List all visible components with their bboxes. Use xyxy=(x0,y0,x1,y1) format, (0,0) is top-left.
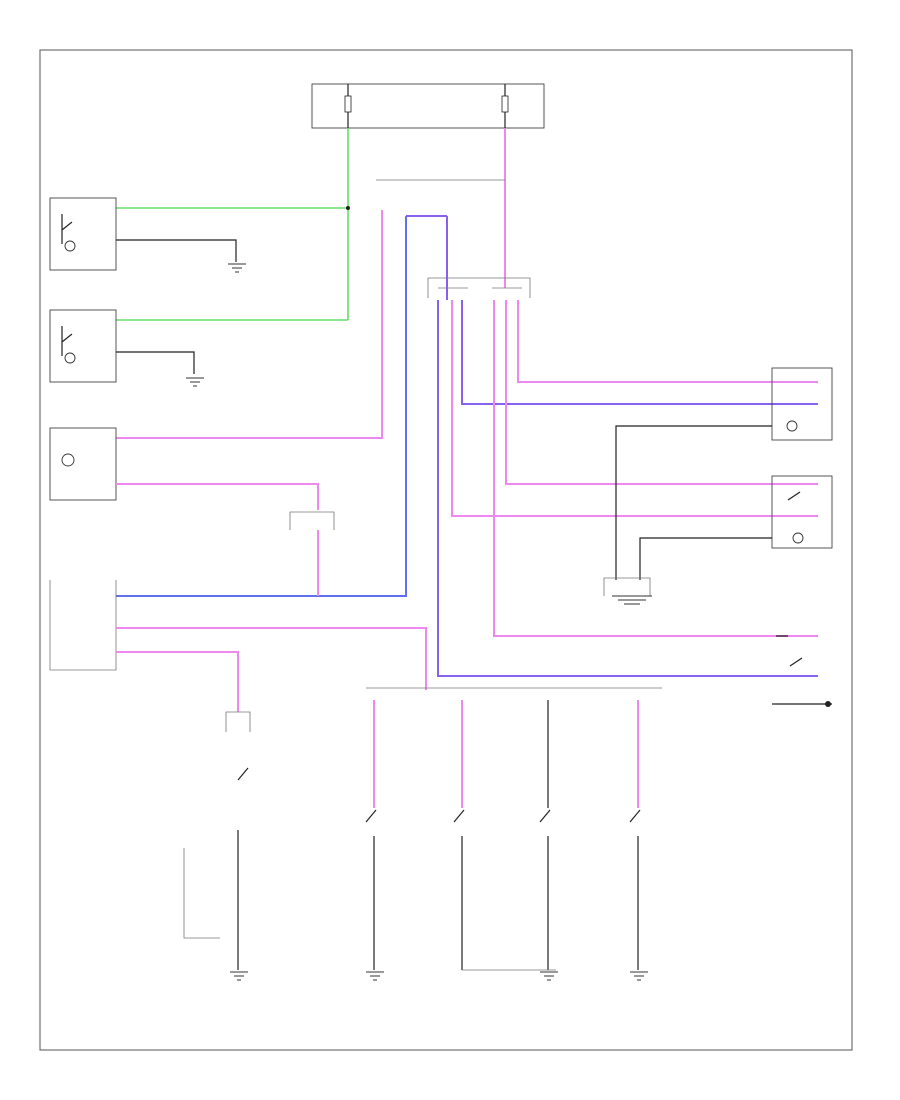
diagram-frame xyxy=(39,49,853,1051)
left-front-door-switch xyxy=(183,711,251,981)
ignition-key-illumination xyxy=(49,427,117,501)
ground-icon xyxy=(540,971,558,981)
rear-dome-lamp xyxy=(772,635,832,707)
ground-icon xyxy=(612,595,652,605)
right-rear-door-switch xyxy=(539,809,558,981)
left-rear-door-switch xyxy=(453,809,465,970)
splice-connector-top xyxy=(427,277,531,298)
ground-point-icon xyxy=(825,701,831,707)
fuse-block xyxy=(311,83,545,129)
right-courtesy-lamp xyxy=(771,475,833,549)
ground-icon xyxy=(186,377,204,387)
lamp-bulb-icon xyxy=(792,532,804,544)
lamp-bulb-icon xyxy=(786,420,798,432)
right-vanity-lamp xyxy=(49,197,117,271)
ground-icon xyxy=(228,263,246,273)
left-vanity-lamp xyxy=(49,309,117,383)
lamp-bulb-icon xyxy=(61,453,75,467)
lamp-bulb-icon xyxy=(64,352,76,364)
ground-icon xyxy=(630,971,648,981)
trunk-lid-switch xyxy=(629,809,648,981)
lamp-bulb-icon xyxy=(64,240,76,252)
seat-control-unit xyxy=(49,580,117,671)
right-front-door-switch xyxy=(365,809,384,981)
right-door-lamp xyxy=(771,367,833,441)
ground-icon xyxy=(366,971,384,981)
fuse-right-icon xyxy=(501,95,509,113)
ground-icon xyxy=(230,971,248,981)
fuse-left-icon xyxy=(344,95,352,113)
